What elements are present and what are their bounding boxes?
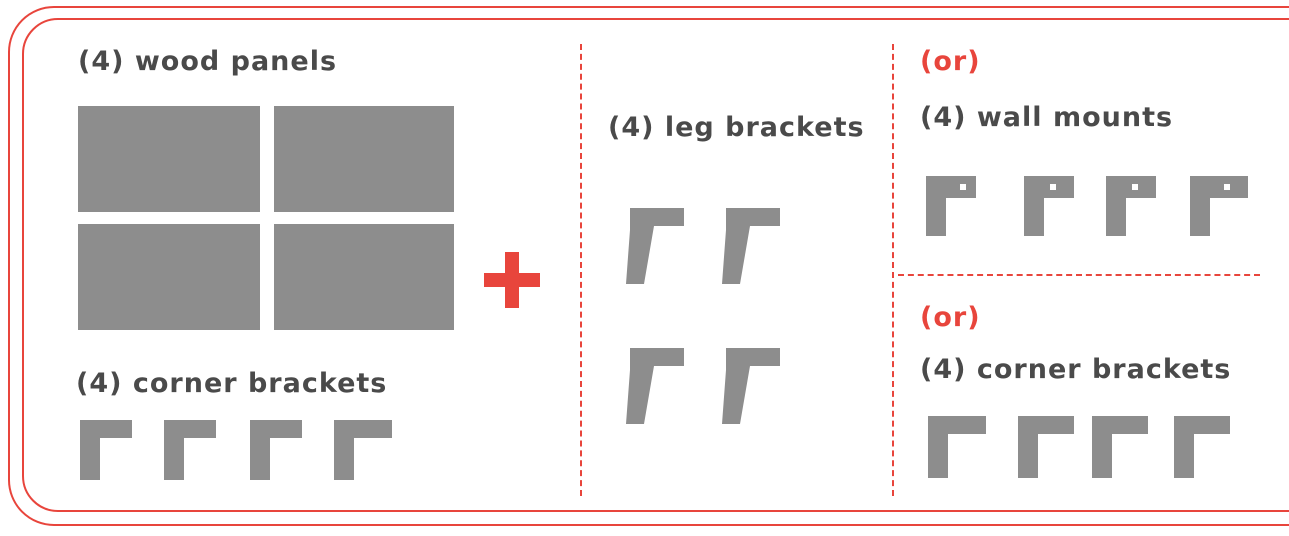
corner-bracket-icon <box>928 416 986 478</box>
inner-frame <box>22 18 1289 512</box>
plus-icon <box>484 252 540 308</box>
wood-panel <box>274 106 454 212</box>
or-label-top: (or) <box>920 46 981 77</box>
corner-bracket-icon <box>80 420 132 480</box>
wall-mount-icon <box>1106 176 1156 236</box>
corner-bracket-icon <box>250 420 302 480</box>
divider-right-options <box>898 274 1260 276</box>
or-label-bottom: (or) <box>920 302 981 333</box>
corner-brackets-label-alt: (4) corner brackets <box>920 354 1232 385</box>
divider-left-middle <box>580 44 582 496</box>
corner-bracket-icon <box>164 420 216 480</box>
corner-bracket-icon <box>1174 416 1230 478</box>
wood-panel <box>78 224 260 330</box>
wall-mount-icon <box>1024 176 1074 236</box>
outer-frame <box>8 6 1289 526</box>
wood-panel <box>78 106 260 212</box>
corner-bracket-icon <box>1018 416 1074 478</box>
corner-brackets-label: (4) corner brackets <box>76 368 388 399</box>
divider-middle-right <box>892 44 894 496</box>
wall-mount-icon <box>1190 176 1248 236</box>
leg-bracket-icon <box>610 318 684 424</box>
wood-panels-label: (4) wood panels <box>78 46 338 77</box>
leg-bracket-icon <box>610 178 684 284</box>
leg-bracket-icon <box>708 318 780 424</box>
corner-bracket-icon <box>334 420 392 480</box>
leg-brackets-label: (4) leg brackets <box>608 112 865 143</box>
leg-bracket-icon <box>708 178 780 284</box>
wall-mount-icon <box>926 176 976 236</box>
wood-panel <box>274 224 454 330</box>
wall-mounts-label: (4) wall mounts <box>920 102 1174 133</box>
corner-bracket-icon <box>1092 416 1148 478</box>
